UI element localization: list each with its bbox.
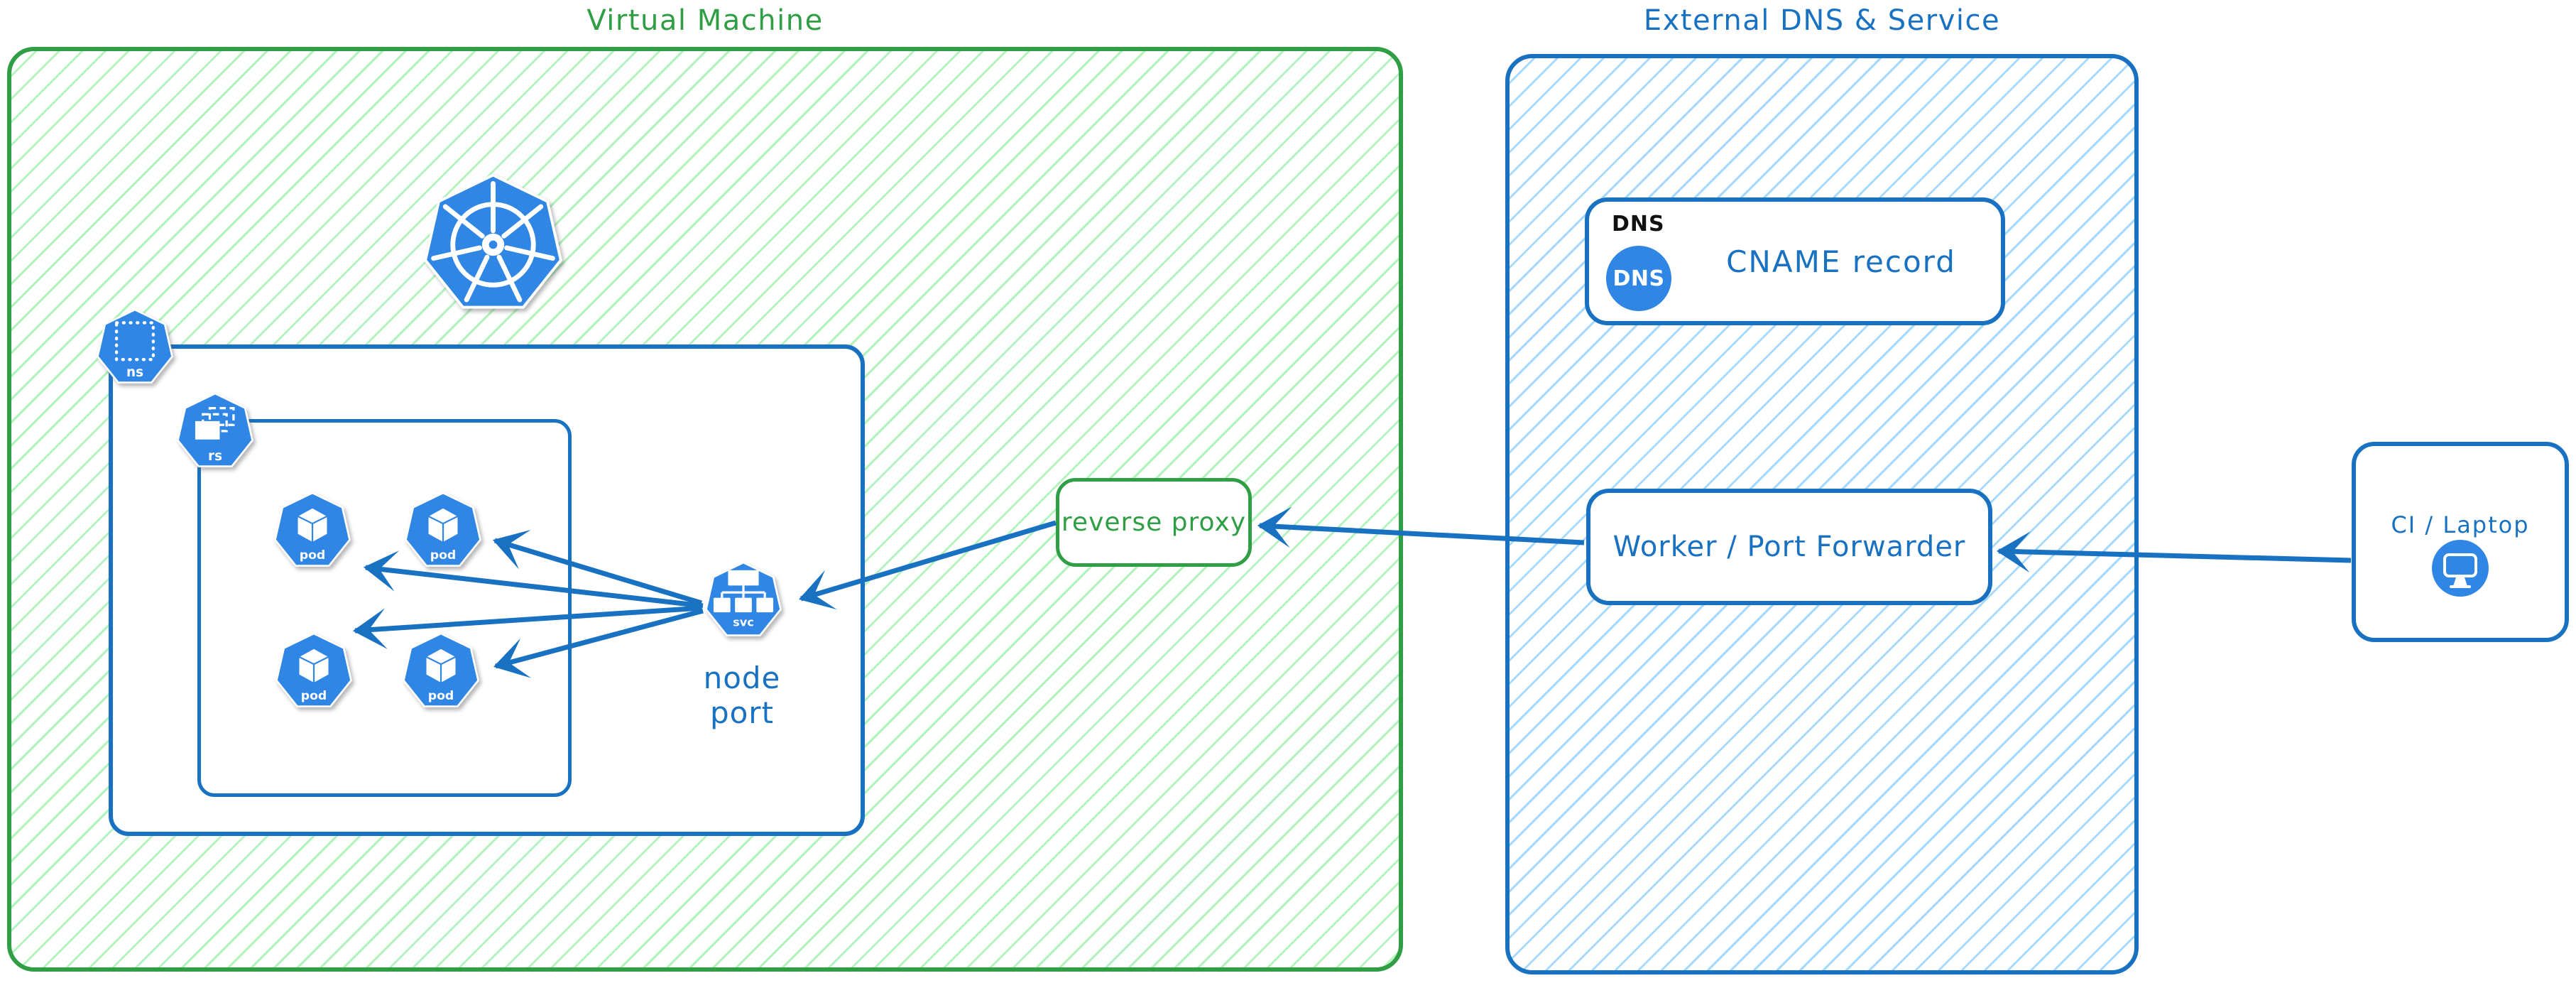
pod-icon-label: pod	[430, 548, 457, 563]
pod-icon-label: pod	[301, 689, 327, 703]
dns-badge-label: DNS	[1612, 266, 1665, 291]
reverse-proxy-label: reverse proxy	[1061, 508, 1247, 537]
worker-port-forwarder-label: Worker / Port Forwarder	[1612, 531, 1966, 563]
namespace-icon-label: ns	[126, 365, 143, 380]
pod-icon-label: pod	[428, 689, 454, 703]
replicaset-icon: rs	[171, 388, 259, 476]
pod-icon-2: pod	[399, 487, 487, 575]
external-dns-title: External DNS & Service	[1643, 4, 2001, 37]
virtual-machine-title: Virtual Machine	[586, 4, 824, 37]
service-icon: svc	[699, 557, 787, 645]
node-port-caption: node port	[703, 661, 781, 730]
namespace-icon: ns	[91, 304, 179, 392]
cname-record-label: CNAME record	[1726, 244, 1956, 279]
kubernetes-logo-icon	[413, 165, 573, 325]
reverse-proxy-node: reverse proxy	[1056, 478, 1252, 567]
pod-icon-3: pod	[270, 628, 358, 716]
replicaset-icon-label: rs	[208, 449, 222, 464]
pod-icon-4: pod	[397, 628, 485, 716]
pod-icon-1: pod	[268, 487, 356, 575]
pod-icon-label: pod	[300, 548, 326, 563]
dns-cname-node: DNS DNS CNAME record	[1585, 197, 2005, 325]
service-icon-label: svc	[733, 616, 754, 629]
dns-tag-label: DNS	[1612, 212, 1665, 237]
desktop-monitor-icon	[2432, 540, 2489, 597]
ci-laptop-label: CI / Laptop	[2391, 511, 2530, 538]
worker-port-forwarder-node: Worker / Port Forwarder	[1586, 489, 1992, 605]
dns-badge-icon: DNS	[1606, 246, 1671, 311]
ci-laptop-node: CI / Laptop	[2352, 442, 2569, 642]
